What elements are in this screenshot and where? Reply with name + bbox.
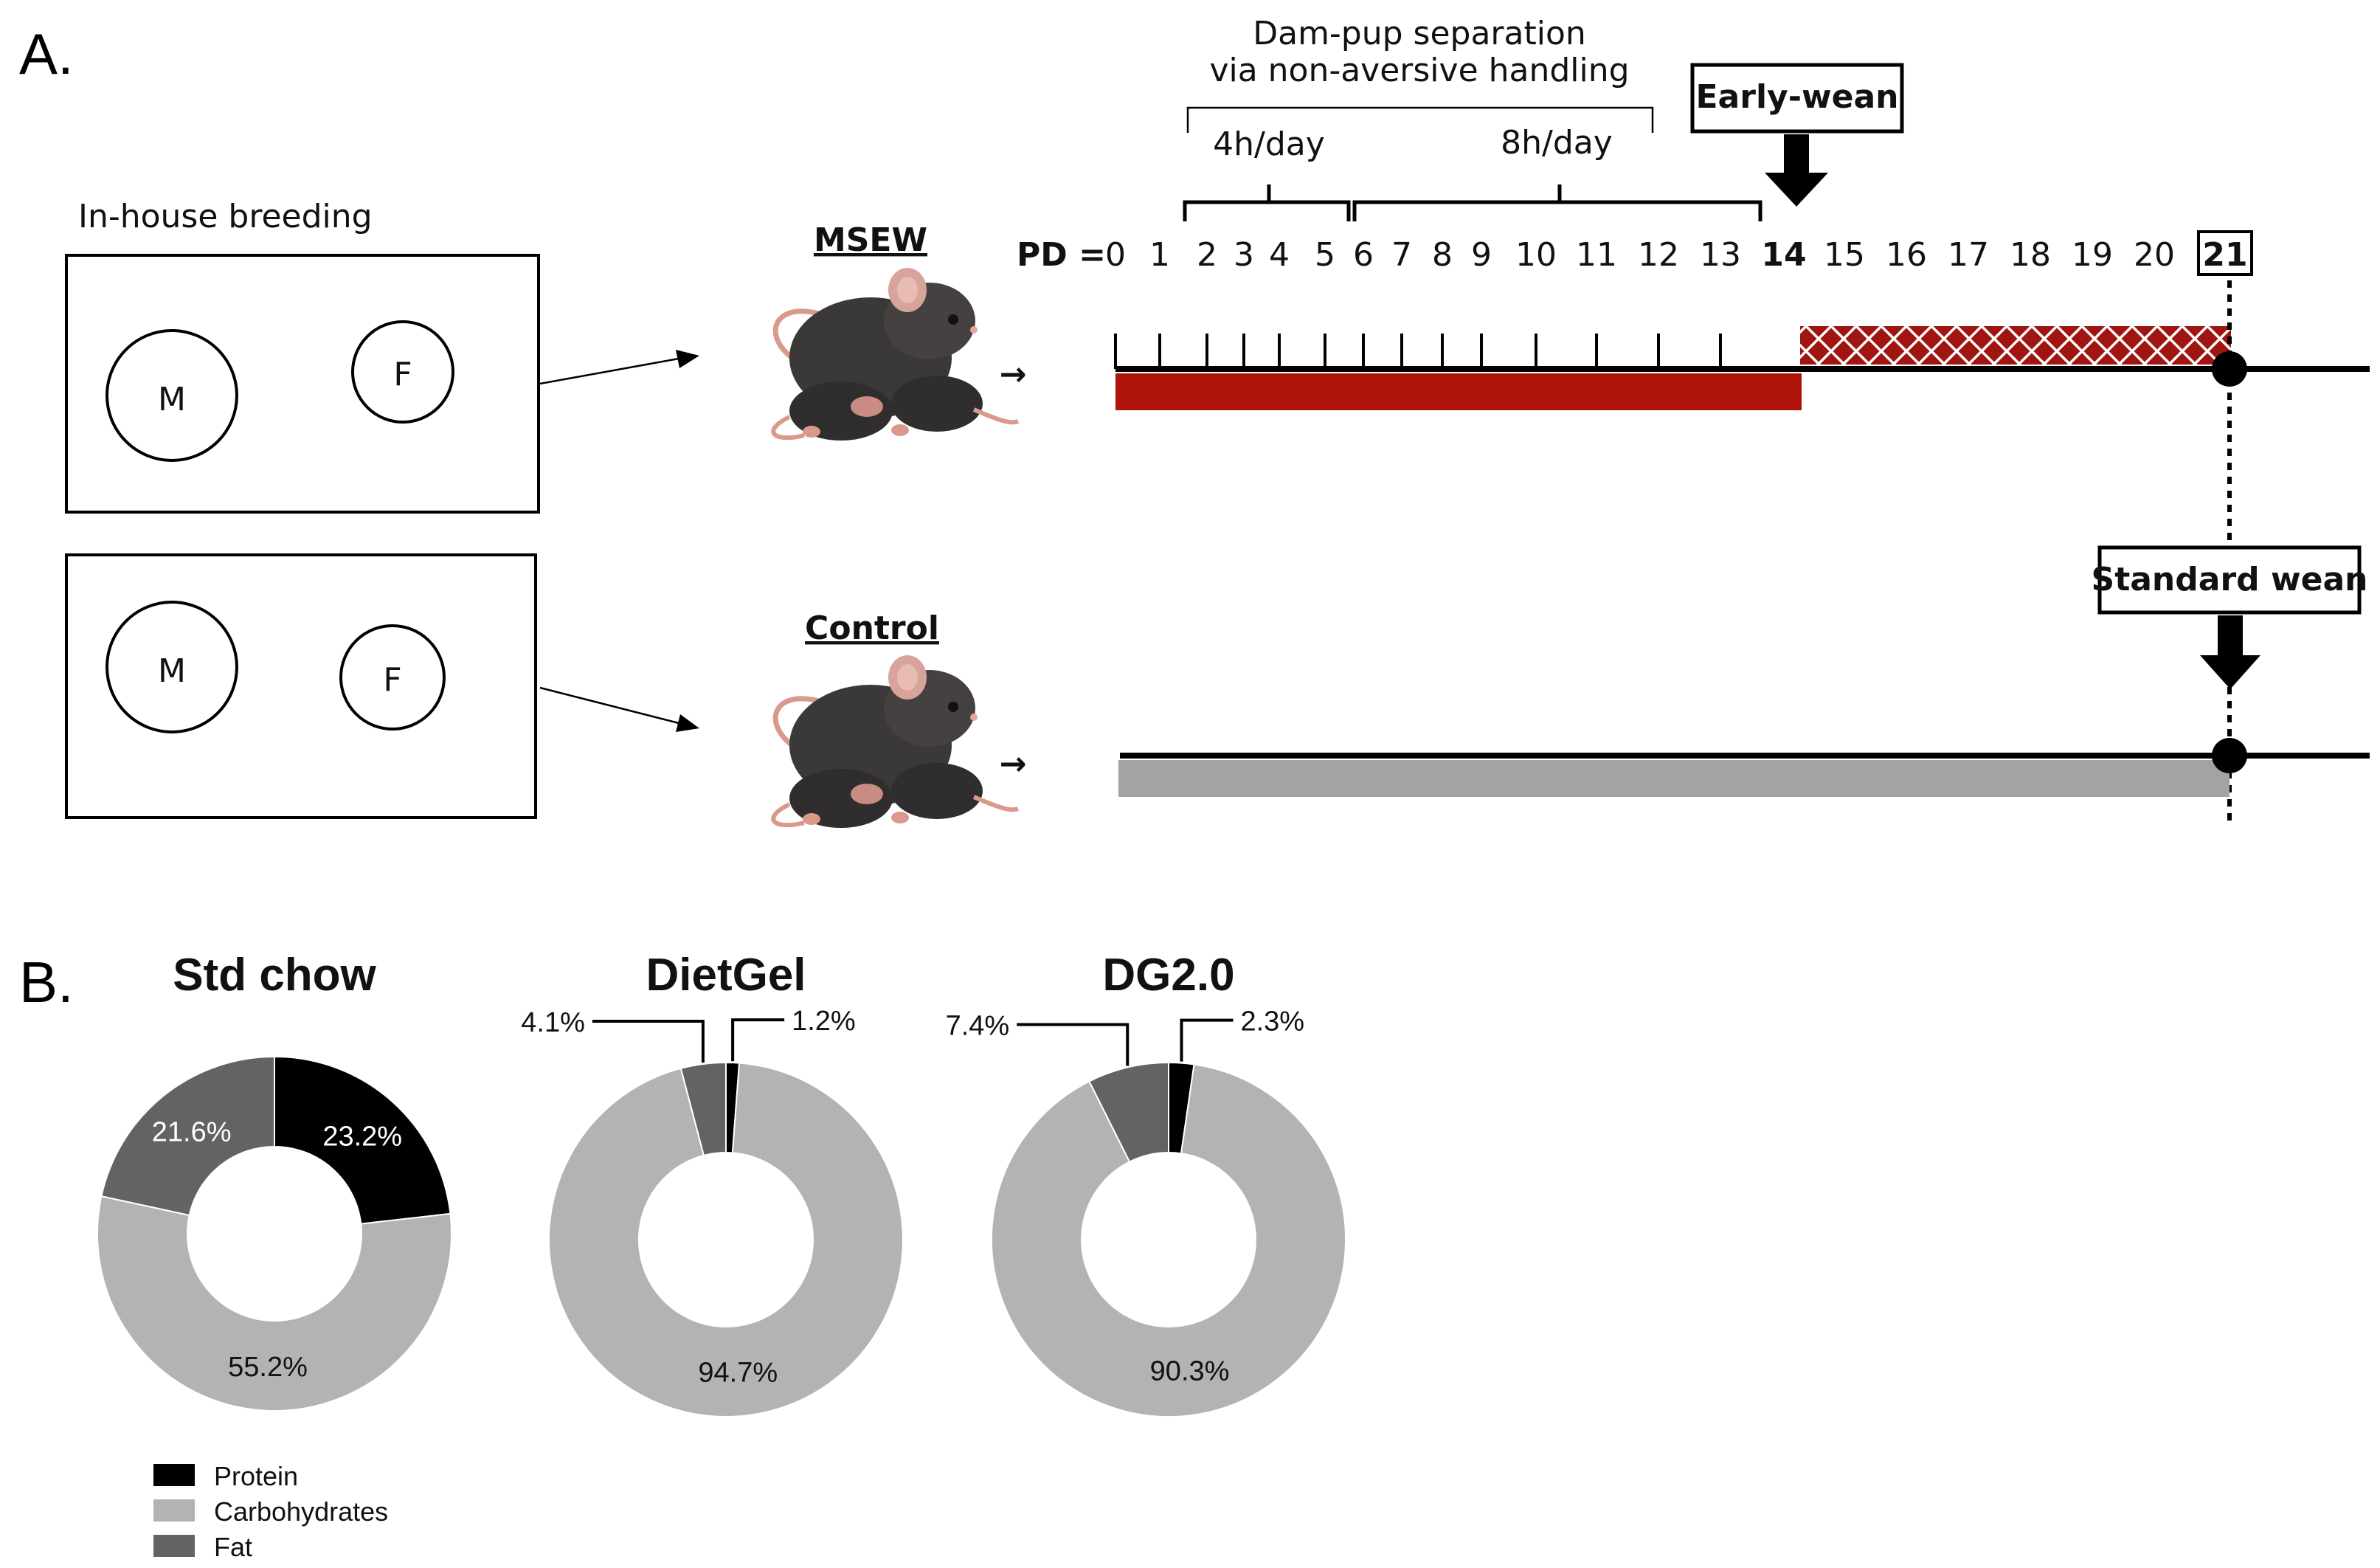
msew-tick-marks xyxy=(1114,334,1722,369)
donut-title: DG2.0 xyxy=(1102,950,1234,1001)
donut-label-protein: 23.2% xyxy=(322,1121,402,1152)
pd-day-label-16: 16 xyxy=(1886,236,1927,274)
donut-slice-fat xyxy=(100,1055,275,1217)
pd-day-label-14: 14 xyxy=(1761,236,1806,274)
separation-title-line1: Dam-pup separation xyxy=(1253,15,1586,52)
legend-label-fat: Fat xyxy=(214,1532,252,1562)
legend-swatch-fat xyxy=(153,1535,195,1557)
separation-bracket xyxy=(1186,106,1654,133)
pd-day-label-20: 20 xyxy=(2134,236,2175,274)
group-arrow-control: → xyxy=(1000,745,1027,783)
breeding-cage-bottom xyxy=(65,553,537,819)
donut-leader-fat xyxy=(592,1020,705,1063)
donut-chart-2: DG2.02.3% 90.3% 7.4% xyxy=(946,950,1346,1417)
donut-label-carbohydrates: 90.3% xyxy=(1150,1356,1230,1387)
donut-title: DietGel xyxy=(646,950,806,1001)
pd-day-label-21: 21 xyxy=(2202,236,2247,274)
donut-leader-protein xyxy=(1180,1018,1234,1062)
pd-day-label-1: 1 xyxy=(1149,236,1170,274)
legend-label-protein: Protein xyxy=(214,1461,298,1491)
pd-day-label-7: 7 xyxy=(1391,236,1412,274)
separation-title-line2: via non-aversive handling xyxy=(1209,52,1629,89)
donut-slice-fat xyxy=(679,1061,727,1157)
group-arrow-msew: → xyxy=(1000,356,1027,393)
female-label-top: F xyxy=(393,356,412,393)
msew-early-wean-hatch xyxy=(1800,326,2231,365)
panel-a-letter: A. xyxy=(19,21,74,86)
phase2-brace xyxy=(1352,184,1762,221)
donut-label-fat: 21.6% xyxy=(152,1117,232,1148)
panel-b-letter: B. xyxy=(19,950,74,1015)
standard-wean-box xyxy=(2097,545,2362,615)
donut-label-carbohydrates: 94.7% xyxy=(698,1357,778,1388)
male-circle-top xyxy=(105,329,238,462)
phase1-label: 4h/day xyxy=(1213,125,1325,163)
donut-label-protein: 1.2% xyxy=(792,1006,856,1037)
pd-day-label-19: 19 xyxy=(2072,236,2113,274)
donut-title: Std chow xyxy=(173,950,376,1001)
pd-day-label-12: 12 xyxy=(1638,236,1679,274)
diet-donut-charts: Std chow 23.2% 55.2% 21.6% DietGel 1.2% 94.7% 4… xyxy=(97,950,1346,1417)
pd-day-label-15: 15 xyxy=(1824,236,1865,274)
female-circle-bottom xyxy=(339,624,446,731)
pd-day-label-2: 2 xyxy=(1197,236,1217,274)
phase2-label: 8h/day xyxy=(1501,124,1613,162)
mouse-family-icon xyxy=(773,268,1018,441)
phase1-brace xyxy=(1183,184,1351,221)
donut-label-fat: 7.4% xyxy=(946,1011,1010,1042)
breeding-label: In-house breeding xyxy=(78,198,373,235)
donut-label-carbohydrates: 55.2% xyxy=(228,1352,308,1383)
legend-swatch-protein xyxy=(153,1464,195,1486)
donut-slice-fat xyxy=(1088,1061,1169,1163)
diet-legend: Protein Carbohydrates Fat xyxy=(153,1461,388,1562)
control-pd21-marker xyxy=(2212,738,2247,773)
pd-day-label-5: 5 xyxy=(1315,236,1335,274)
cage-arrow-top xyxy=(539,350,699,385)
donut-slice-carbohydrates xyxy=(991,1063,1346,1417)
pd-day-label-9: 9 xyxy=(1471,236,1492,274)
cage-arrow-bottom xyxy=(539,686,699,732)
donut-leader-protein xyxy=(731,1018,785,1062)
pd21-highlight-box xyxy=(2197,230,2253,276)
mouse-family-icon xyxy=(773,655,1018,828)
donut-slice-protein xyxy=(274,1055,452,1225)
donut-slice-carbohydrates xyxy=(97,1195,452,1412)
standard-wean-label: Standard wean xyxy=(2092,561,2368,598)
donut-leader-fat xyxy=(1017,1023,1130,1066)
pd-day-label-13: 13 xyxy=(1700,236,1741,274)
donut-chart-1: DietGel 1.2% 94.7% 4.1% xyxy=(521,950,904,1417)
legend-swatch-carbohydrates xyxy=(153,1499,195,1522)
control-bar xyxy=(1118,760,2229,797)
legend-label-carbohydrates: Carbohydrates xyxy=(214,1496,388,1527)
pd-day-label-18: 18 xyxy=(2010,236,2051,274)
pd-day-label-10: 10 xyxy=(1515,236,1557,274)
early-wean-box xyxy=(1690,63,1904,134)
donut-label-protein: 2.3% xyxy=(1240,1006,1304,1037)
msew-separation-bar xyxy=(1115,373,1802,410)
pd-day-label-4: 4 xyxy=(1269,236,1290,274)
donut-slice-carbohydrates xyxy=(548,1062,904,1417)
female-circle-top xyxy=(351,320,454,424)
pd-day-label-17: 17 xyxy=(1948,236,1989,274)
group-label-control: Control xyxy=(805,609,939,647)
pd-day-label-3: 3 xyxy=(1234,236,1254,274)
early-wean-arrow xyxy=(1765,134,1828,207)
pd-day-label-11: 11 xyxy=(1576,236,1617,274)
pd-day-label-8: 8 xyxy=(1432,236,1453,274)
male-circle-bottom xyxy=(105,601,238,733)
male-label-top: M xyxy=(158,381,186,418)
group-label-msew: MSEW xyxy=(814,221,927,259)
donut-label-fat: 4.1% xyxy=(521,1007,585,1038)
pd-day-label-0: 0 xyxy=(1105,236,1126,274)
early-wean-label: Early-wean xyxy=(1696,78,1899,116)
female-label-bottom: F xyxy=(383,661,401,699)
pd-day-label-6: 6 xyxy=(1353,236,1374,274)
male-label-bottom: M xyxy=(158,652,186,690)
standard-wean-arrow xyxy=(2200,615,2260,689)
donut-chart-0: Std chow 23.2% 55.2% 21.6% xyxy=(97,950,452,1412)
pd-prefix: PD = xyxy=(1017,236,1106,274)
